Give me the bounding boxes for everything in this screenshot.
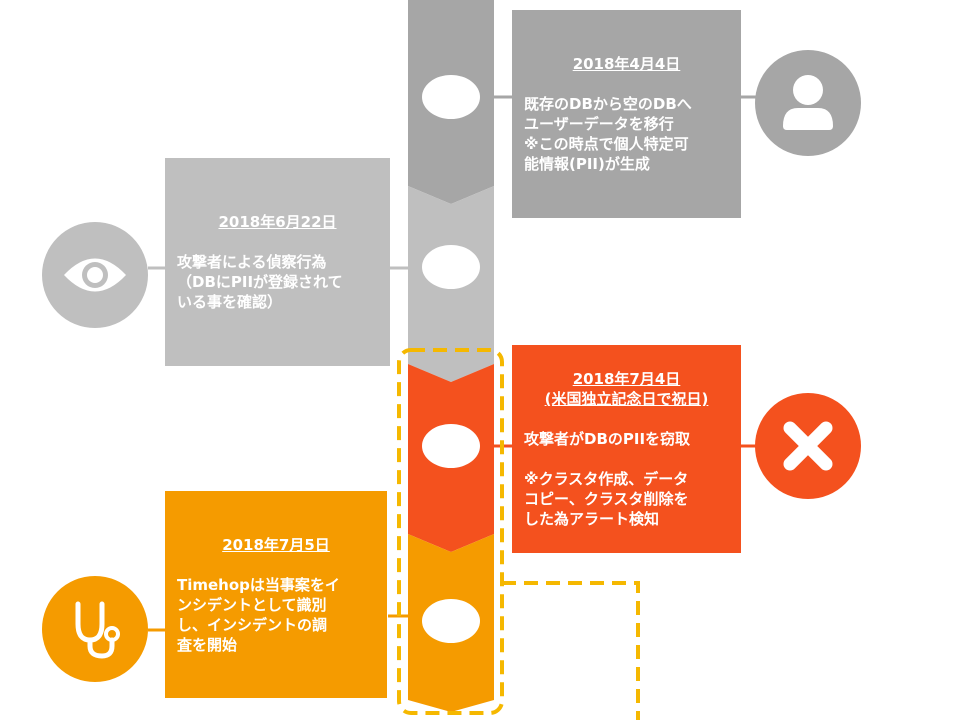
timeline-node-2 [422,245,480,289]
event-box-1: 2018年4月4日 既存のDBから空のDBへ ユーザーデータを移行 ※この時点で… [512,10,741,218]
event-box-4: 2018年7月5日 Timehopは当事案をイ ンシデントとして識別 し、インシ… [165,491,387,698]
event-date-note: (米国独立記念日で祝日) [544,390,709,408]
event-box-3: 2018年7月4日 (米国独立記念日で祝日) 攻撃者がDBのPIIを窃取 ※クラ… [512,345,741,553]
user-icon [755,50,861,156]
event-description: 攻撃者による偵察行為 （DBにPIIが登録されて いる事を確認） [177,253,343,311]
event-description: Timehopは当事案をイ ンシデントとして識別 し、インシデントの調 査を開始 [177,575,340,654]
timeline-node-4 [422,599,480,643]
timeline-node-1 [422,75,480,119]
event-date: 2018年7月5日 [222,535,330,554]
x-icon [755,393,861,499]
eye-icon [42,222,148,328]
event-description: 既存のDBから空のDBへ ユーザーデータを移行 ※この時点で個人特定可 能情報(… [524,95,692,173]
timeline-node-3 [422,424,480,468]
highlight-branch [502,581,640,720]
event-date: 2018年6月22日 [218,213,337,231]
event-date: 2018年4月4日 [572,55,681,73]
event-date: 2018年7月4日 [572,370,681,388]
highlight-outline [397,348,504,715]
event-description: 攻撃者がDBのPIIを窃取 ※クラスタ作成、データ コピー、クラスタ削除を した… [524,430,691,528]
stethoscope-icon [42,576,148,682]
event-box-2: 2018年6月22日 攻撃者による偵察行為 （DBにPIIが登録されて いる事を… [165,158,390,366]
